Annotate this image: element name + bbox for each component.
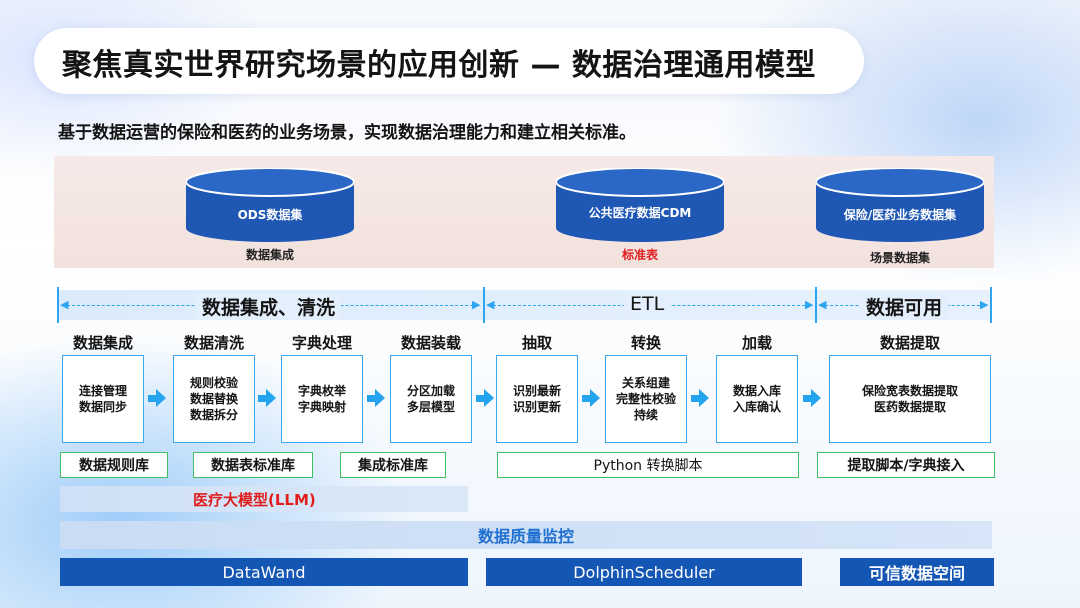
tool-dolphinscheduler: DolphinScheduler: [486, 558, 802, 586]
arrow-right-icon: [811, 389, 821, 407]
step-line: 持续: [633, 408, 658, 422]
step-line: 数据入库: [732, 384, 781, 398]
arrow-left-icon: ◀: [486, 298, 495, 311]
phase-label-integration: 数据集成、清洗: [196, 293, 342, 320]
step-line: 字典枚举: [297, 384, 346, 398]
step-line: 医药数据提取: [873, 400, 946, 414]
step-line: 数据拆分: [189, 408, 238, 422]
arrow-right-icon: ▶: [980, 298, 989, 311]
step-line: 入库确认: [732, 400, 781, 414]
step-line: 数据替换: [189, 392, 238, 406]
database-icon: [816, 168, 984, 242]
tool-trusted-data-space: 可信数据空间: [840, 558, 994, 586]
database-label: 保险/医药业务数据集: [843, 208, 957, 222]
step-box: 连接管理数据同步: [62, 355, 144, 443]
database-label: ODS数据集: [237, 208, 303, 222]
phase-divider: [57, 287, 59, 323]
database-caption: 标准表: [621, 248, 658, 262]
arrow-right-icon: ▶: [805, 298, 814, 311]
flow-arrow-stem: [803, 395, 811, 402]
page-title: 聚焦真实世界研究场景的应用创新 — 数据治理通用模型: [62, 48, 816, 83]
tool-datawand: DataWand: [60, 558, 468, 586]
database-caption: 数据集成: [245, 248, 294, 262]
library-python-scripts: Python 转换脚本: [497, 452, 799, 478]
flow-arrow-stem: [367, 395, 375, 402]
library-rules: 数据规则库: [60, 452, 168, 478]
title-banner: [34, 28, 864, 94]
database-icon: [556, 168, 724, 242]
library-extraction-scripts: 提取脚本/字典接入: [817, 452, 995, 478]
flow-arrow-stem: [476, 395, 484, 402]
step-line: 数据同步: [78, 400, 127, 414]
step-line: 保险宽表数据提取: [861, 384, 958, 398]
step-box: 保险宽表数据提取医药数据提取: [829, 355, 991, 443]
page-subtitle: 基于数据运营的保险和医药的业务场景，实现数据治理能力和建立相关标准。: [58, 123, 636, 143]
step-line: 字典映射: [297, 400, 346, 414]
arrow-right-icon: [156, 389, 166, 407]
step-line: 关系组建: [621, 376, 670, 390]
step-title: 转换: [630, 334, 661, 352]
database-cdm: 公共医疗数据CDM: [556, 168, 724, 242]
llm-bar: [60, 486, 468, 512]
step-title: 抽取: [521, 334, 552, 352]
arrow-right-icon: [484, 389, 494, 407]
flow-arrow-stem: [258, 395, 266, 402]
phase-divider: [990, 287, 992, 323]
step-line: 完整性校验: [615, 392, 676, 406]
database-caption: 场景数据集: [869, 251, 930, 265]
arrow-right-icon: [699, 389, 709, 407]
database-label: 公共医疗数据CDM: [588, 206, 692, 220]
arrow-right-icon: [266, 389, 276, 407]
database-business: 保险/医药业务数据集: [816, 168, 984, 242]
step-box: 字典枚举字典映射: [281, 355, 363, 443]
llm-label: 医疗大模型(LLM): [193, 491, 316, 509]
phase-label-etl: ETL: [624, 293, 671, 315]
phase-divider: [483, 287, 485, 323]
flow-arrow-stem: [148, 395, 156, 402]
step-line: 识别最新: [512, 384, 561, 398]
step-title: 字典处理: [291, 334, 352, 352]
step-title: 数据集成: [72, 334, 133, 352]
flow-arrow-stem: [582, 395, 590, 402]
arrow-left-icon: ◀: [818, 298, 827, 311]
step-title: 数据提取: [879, 334, 940, 352]
step-line: 识别更新: [512, 400, 561, 414]
phase-label-usable: 数据可用: [860, 293, 949, 320]
phase-divider: [815, 287, 817, 323]
step-box: 数据入库入库确认: [716, 355, 798, 443]
step-box: 关系组建完整性校验持续: [605, 355, 687, 443]
quality-monitoring-bar: 数据质量监控: [60, 521, 992, 549]
step-title: 数据清洗: [183, 334, 244, 352]
step-box: 分区加载多层模型: [390, 355, 472, 443]
arrow-left-icon: ◀: [60, 298, 69, 311]
database-icon: [186, 168, 354, 242]
step-box: 识别最新识别更新: [496, 355, 578, 443]
library-integration-standards: 集成标准库: [340, 452, 446, 478]
library-table-standards: 数据表标准库: [193, 452, 313, 478]
database-ods: ODS数据集: [186, 168, 354, 242]
arrow-right-icon: [375, 389, 385, 407]
arrow-right-icon: [590, 389, 600, 407]
step-line: 多层模型: [406, 400, 455, 414]
arrow-right-icon: ▶: [472, 298, 481, 311]
step-line: 连接管理: [78, 384, 127, 398]
step-title: 数据装载: [400, 334, 461, 352]
step-box: 规则校验数据替换数据拆分: [173, 355, 255, 443]
flow-arrow-stem: [691, 395, 699, 402]
step-line: 分区加载: [406, 384, 455, 398]
step-title: 加载: [741, 334, 772, 352]
step-line: 规则校验: [189, 376, 238, 390]
